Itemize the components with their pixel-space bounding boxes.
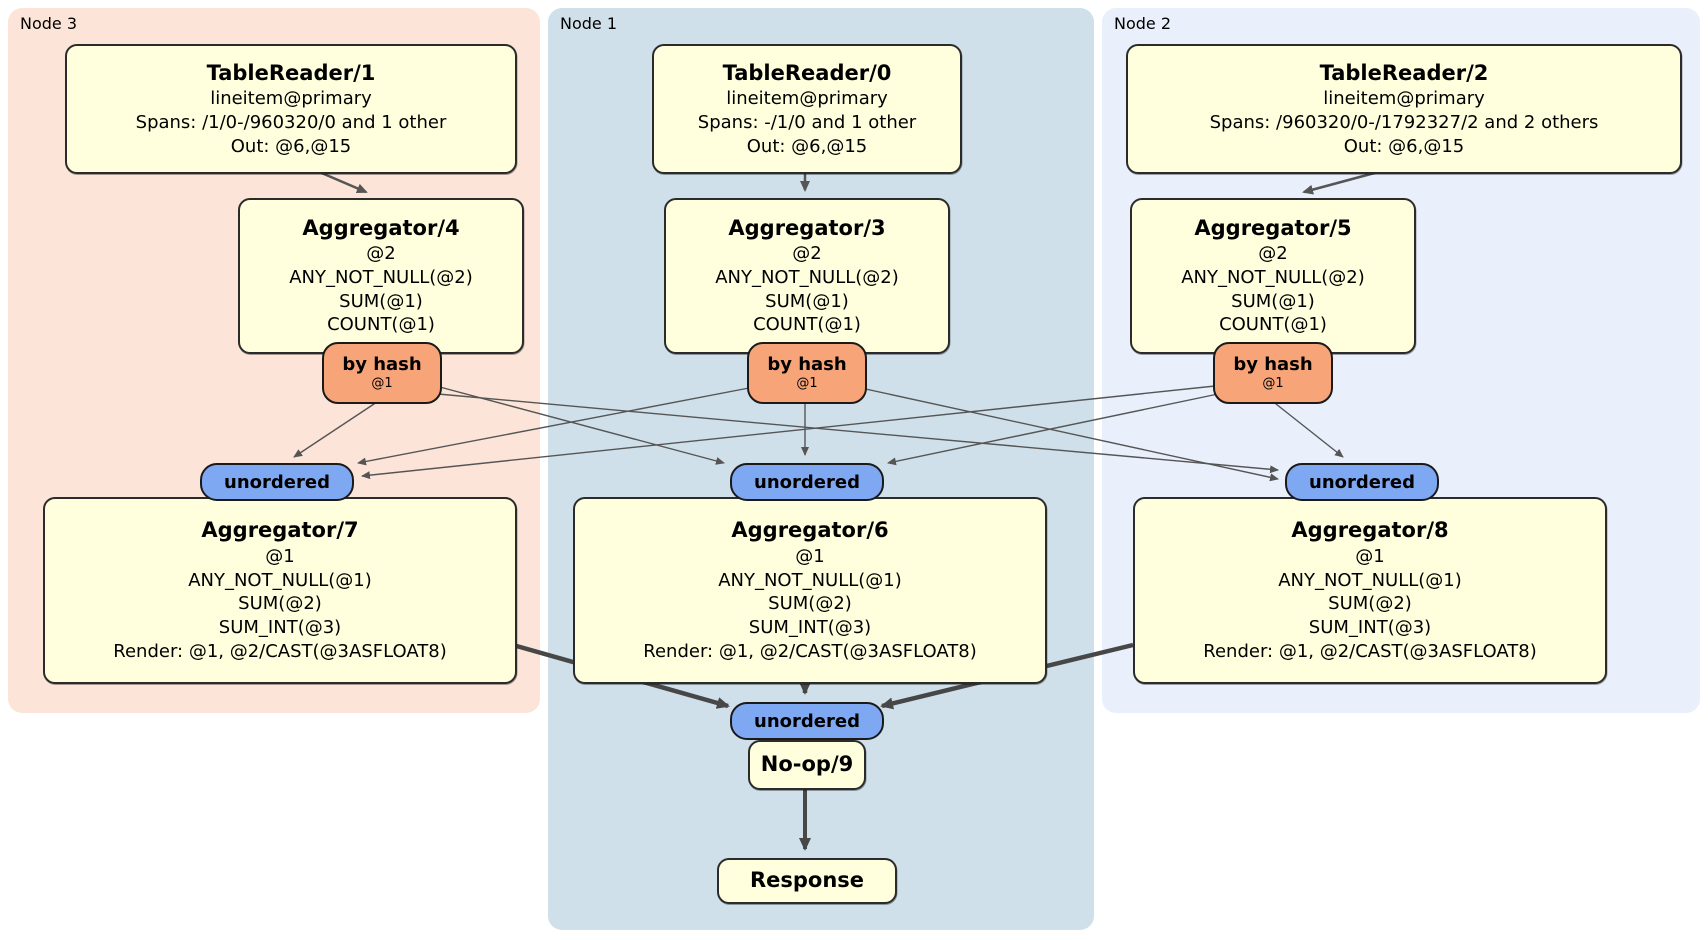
- processor-title: Aggregator/6: [731, 518, 889, 543]
- processor-detail: SUM(@2): [768, 593, 852, 615]
- processor-detail: @2: [792, 243, 822, 265]
- processor-detail: SUM_INT(@3): [1308, 617, 1432, 639]
- processor-detail: SUM(@2): [238, 593, 322, 615]
- router-detail: @1: [371, 375, 393, 391]
- processor-detail: @2: [1258, 243, 1288, 265]
- processor-tablereader-1: TableReader/1 lineitem@primary Spans: /1…: [65, 44, 517, 174]
- router-label: by hash: [342, 353, 422, 375]
- region-label-node1: Node 1: [560, 14, 618, 33]
- processor-title: Response: [749, 868, 865, 893]
- processor-detail: SUM(@2): [1328, 593, 1412, 615]
- processor-title: TableReader/0: [722, 60, 892, 85]
- processor-detail: lineitem@primary: [726, 88, 888, 110]
- processor-detail: SUM(@1): [765, 290, 849, 312]
- processor-detail: ANY_NOT_NULL(@2): [1181, 266, 1365, 288]
- processor-detail: @1: [1355, 545, 1385, 567]
- processor-detail: COUNT(@1): [1219, 314, 1327, 336]
- processor-detail: Out: @6,@15: [746, 135, 868, 157]
- processor-detail: Out: @6,@15: [230, 135, 352, 157]
- processor-tablereader-2: TableReader/2 lineitem@primary Spans: /9…: [1126, 44, 1682, 174]
- processor-detail: lineitem@primary: [210, 88, 372, 110]
- sync-label: unordered: [754, 710, 860, 732]
- processor-aggregator-8: Aggregator/8 @1 ANY_NOT_NULL(@1) SUM(@2)…: [1133, 497, 1607, 684]
- processor-aggregator-5: Aggregator/5 @2 ANY_NOT_NULL(@2) SUM(@1)…: [1130, 198, 1416, 354]
- router-label: by hash: [767, 353, 847, 375]
- region-label-node2: Node 2: [1114, 14, 1172, 33]
- processor-detail: ANY_NOT_NULL(@1): [718, 569, 902, 591]
- processor-title: Aggregator/4: [302, 215, 460, 240]
- processor-detail: ANY_NOT_NULL(@1): [188, 569, 372, 591]
- router-by-hash-node1: by hash @1: [747, 342, 867, 404]
- region-label-node3: Node 3: [20, 14, 78, 33]
- processor-aggregator-4: Aggregator/4 @2 ANY_NOT_NULL(@2) SUM(@1)…: [238, 198, 524, 354]
- processor-detail: SUM_INT(@3): [218, 617, 342, 639]
- processor-detail: SUM(@1): [1231, 290, 1315, 312]
- processor-aggregator-6: Aggregator/6 @1 ANY_NOT_NULL(@1) SUM(@2)…: [573, 497, 1047, 684]
- processor-title: Aggregator/7: [201, 518, 359, 543]
- processor-detail: Render: @1, @2/CAST(@3ASFLOAT8): [113, 640, 447, 662]
- processor-detail: Spans: -/1/0 and 1 other: [697, 111, 917, 133]
- processor-detail: Spans: /960320/0-/1792327/2 and 2 others: [1209, 111, 1599, 133]
- sync-label: unordered: [224, 471, 330, 493]
- response-box: Response: [717, 858, 897, 904]
- processor-title: Aggregator/5: [1194, 215, 1352, 240]
- processor-tablereader-0: TableReader/0 lineitem@primary Spans: -/…: [652, 44, 962, 174]
- processor-title: TableReader/2: [1319, 60, 1489, 85]
- router-detail: @1: [796, 375, 818, 391]
- processor-detail: Spans: /1/0-/960320/0 and 1 other: [135, 111, 447, 133]
- processor-detail: Render: @1, @2/CAST(@3ASFLOAT8): [1203, 640, 1537, 662]
- processor-aggregator-7: Aggregator/7 @1 ANY_NOT_NULL(@1) SUM(@2)…: [43, 497, 517, 684]
- processor-detail: SUM_INT(@3): [748, 617, 872, 639]
- router-by-hash-node2: by hash @1: [1213, 342, 1333, 404]
- processor-detail: @1: [795, 545, 825, 567]
- sync-unordered-node3: unordered: [200, 463, 354, 501]
- router-label: by hash: [1233, 353, 1313, 375]
- processor-detail: @2: [366, 243, 396, 265]
- router-by-hash-node3: by hash @1: [322, 342, 442, 404]
- sync-label: unordered: [754, 471, 860, 493]
- processor-detail: COUNT(@1): [753, 314, 861, 336]
- processor-aggregator-3: Aggregator/3 @2 ANY_NOT_NULL(@2) SUM(@1)…: [664, 198, 950, 354]
- processor-detail: COUNT(@1): [327, 314, 435, 336]
- sync-unordered-node1: unordered: [730, 463, 884, 501]
- router-detail: @1: [1262, 375, 1284, 391]
- processor-detail: Render: @1, @2/CAST(@3ASFLOAT8): [643, 640, 977, 662]
- processor-noop-9: No-op/9: [748, 740, 866, 790]
- processor-detail: ANY_NOT_NULL(@1): [1278, 569, 1462, 591]
- processor-detail: Out: @6,@15: [1343, 135, 1465, 157]
- processor-title: Aggregator/3: [728, 215, 886, 240]
- processor-detail: @1: [265, 545, 295, 567]
- processor-title: No-op/9: [760, 752, 854, 777]
- processor-detail: lineitem@primary: [1323, 88, 1485, 110]
- processor-title: TableReader/1: [206, 60, 376, 85]
- processor-detail: ANY_NOT_NULL(@2): [715, 266, 899, 288]
- sync-label: unordered: [1309, 471, 1415, 493]
- processor-detail: ANY_NOT_NULL(@2): [289, 266, 473, 288]
- sync-unordered-node2: unordered: [1285, 463, 1439, 501]
- processor-title: Aggregator/8: [1291, 518, 1449, 543]
- processor-detail: SUM(@1): [339, 290, 423, 312]
- sync-unordered-final: unordered: [730, 702, 884, 740]
